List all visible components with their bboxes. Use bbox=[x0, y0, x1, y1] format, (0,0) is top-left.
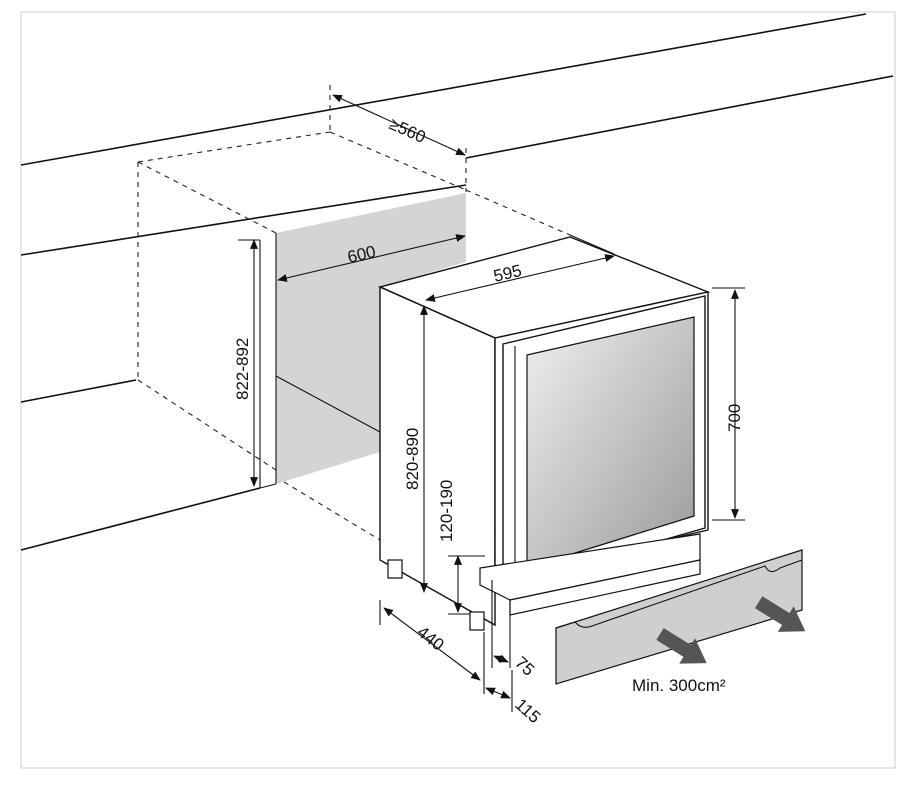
niche-height-label: 822-892 bbox=[233, 338, 252, 400]
foot-depth-label: 440 bbox=[414, 622, 448, 654]
niche-depth-label: ≥560 bbox=[386, 114, 428, 147]
air-in-arrow bbox=[754, 596, 806, 632]
countertop-lines bbox=[20, 13, 894, 551]
wine-cooler bbox=[377, 236, 711, 631]
ventilation-note: Min. 300cm² bbox=[632, 676, 726, 695]
door-glass bbox=[526, 316, 695, 569]
air-out-arrow bbox=[656, 628, 707, 664]
airflow-arrows bbox=[656, 596, 806, 664]
vent-plinth bbox=[555, 549, 803, 685]
plinth-offset-b-label: 115 bbox=[511, 695, 544, 727]
appliance-height-label: 820-890 bbox=[403, 428, 422, 490]
rear-foot bbox=[387, 559, 403, 579]
front-foot bbox=[469, 611, 485, 631]
plinth-height-label: 120-190 bbox=[437, 480, 456, 542]
plinth-offset-a-label: 75 bbox=[511, 653, 538, 680]
door-height-label: 700 bbox=[725, 404, 744, 432]
dimension-lines bbox=[238, 94, 745, 712]
outer-frame bbox=[20, 11, 896, 769]
